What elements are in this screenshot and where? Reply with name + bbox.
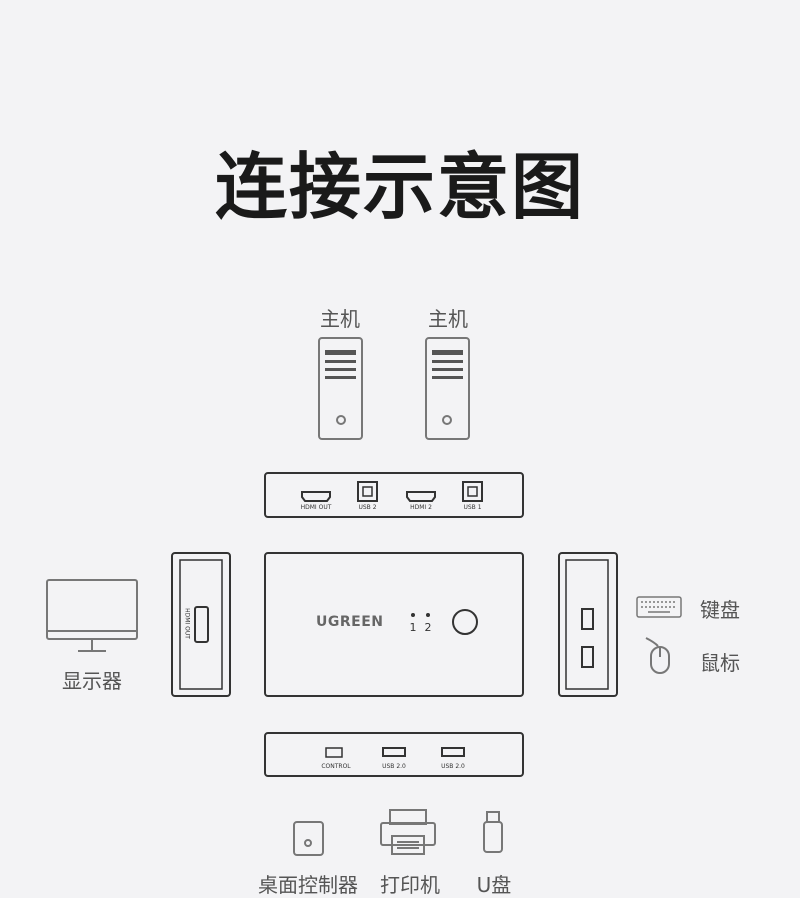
port-label: USB 2 — [358, 504, 377, 511]
mouse-icon — [645, 637, 670, 674]
left-port-label: HDMI OUT — [183, 608, 191, 639]
mouse-label: 鼠标 — [700, 651, 740, 675]
printer-label: 打印机 — [380, 873, 440, 897]
port-label: USB 2.0 — [382, 763, 406, 770]
port-label: CONTROL — [321, 763, 351, 770]
printer-icon — [380, 809, 436, 855]
host-2-label: 主机 — [428, 307, 468, 331]
usb-a-port-icon — [441, 747, 465, 757]
hdmi-port-icon — [406, 491, 436, 502]
usb-a-port-icon — [382, 747, 406, 757]
keyboard-icon — [636, 596, 682, 618]
kvm-switch-front — [264, 552, 524, 697]
monitor-icon — [46, 579, 138, 652]
hdmi-port-icon — [194, 606, 209, 643]
indicator-1-label: 1 — [409, 621, 417, 634]
hdmi-port-icon — [301, 491, 331, 502]
usb-drive-label: U盘 — [476, 873, 512, 897]
indicator-2-label: 2 — [424, 621, 432, 634]
top-back-panel — [264, 472, 524, 518]
usb-b-port-icon — [462, 481, 483, 502]
usb-a-port-icon — [581, 646, 594, 668]
host-2-icon — [425, 337, 470, 440]
host-1-label: 主机 — [320, 307, 360, 331]
right-side-panel — [558, 552, 618, 697]
usb-b-port-icon — [357, 481, 378, 502]
usb-drive-icon — [483, 811, 503, 853]
port-label: HDMI OUT — [300, 504, 332, 511]
brand-logo: UGREEN — [316, 614, 384, 630]
monitor-label: 显示器 — [62, 669, 122, 693]
host-1-icon — [318, 337, 363, 440]
switch-button-icon — [452, 609, 478, 635]
usb-a-port-icon — [581, 608, 594, 630]
page-title: 连接示意图 — [214, 145, 585, 229]
desktop-controller-icon — [293, 821, 324, 856]
port-label: HDMI 2 — [410, 504, 432, 511]
left-side-panel — [171, 552, 231, 697]
control-port-icon — [325, 747, 343, 758]
port-label: USB 1 — [463, 504, 482, 511]
port-label: USB 2.0 — [441, 763, 465, 770]
bottom-back-panel — [264, 732, 524, 777]
desktop-controller-label: 桌面控制器 — [258, 873, 358, 897]
keyboard-label: 键盘 — [700, 598, 740, 622]
